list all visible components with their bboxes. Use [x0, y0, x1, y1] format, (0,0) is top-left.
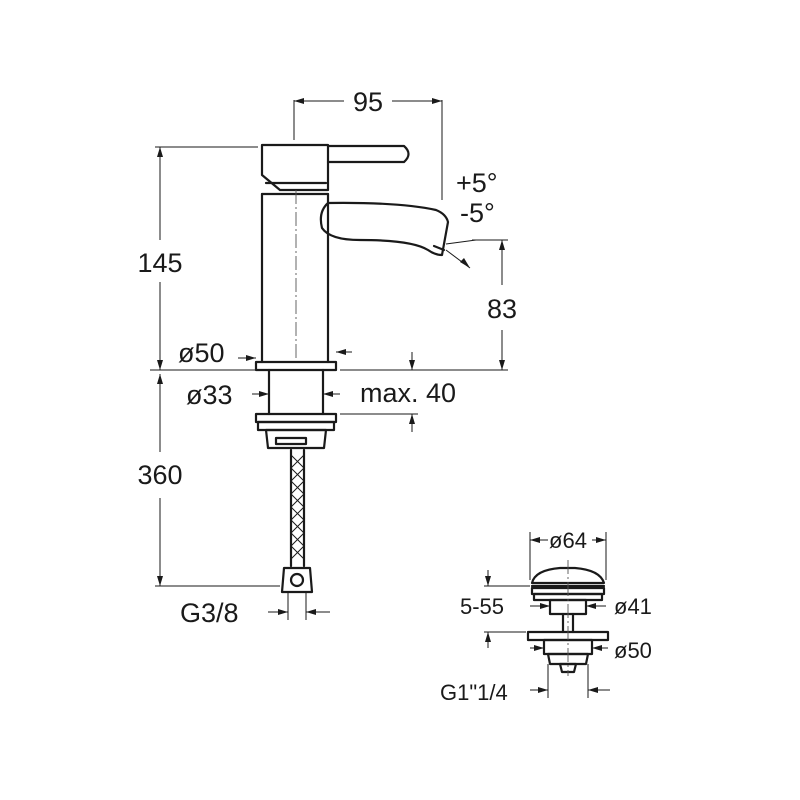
- faucet-body: [254, 143, 450, 372]
- dim-max-thickness-label: max. 40: [360, 378, 456, 408]
- dim-max-thickness: max. 40: [340, 352, 456, 432]
- dim-body-label: ø41: [614, 594, 652, 619]
- dim-hose-length-360: 360: [137, 374, 280, 587]
- dim-base-label: ø50: [178, 338, 225, 368]
- dim-hose-thread: G3/8: [180, 592, 330, 628]
- dim-spout-height-label: 83: [487, 294, 517, 324]
- flexible-hose: [280, 448, 314, 594]
- dim-range-label: 5-55: [460, 594, 504, 619]
- hose-thread-label: G3/8: [180, 598, 239, 628]
- dim-base-diameter: ø50: [178, 338, 352, 368]
- dim-cap-label: ø64: [549, 528, 587, 553]
- dim-flange-label: ø50: [614, 638, 652, 663]
- dim-range: 5-55: [460, 570, 530, 648]
- dim-shank-label: ø33: [186, 380, 233, 410]
- dim-shank-diameter: ø33: [186, 380, 340, 410]
- waste-thread-label: G1"1/4: [440, 680, 508, 705]
- dim-waste-thread: G1"1/4: [440, 664, 610, 705]
- dim-height-label: 145: [137, 248, 182, 278]
- dim-spout-angle: +5° -5°: [445, 168, 498, 269]
- dim-flange-diameter: ø50: [530, 638, 652, 663]
- faucet-shank: [254, 368, 338, 450]
- angle-down-label: -5°: [460, 198, 495, 228]
- dim-height-145: 145: [137, 146, 258, 371]
- angle-up-label: +5°: [456, 168, 498, 198]
- dim-width-label: 95: [353, 87, 383, 117]
- dim-spout-height-83: 83: [340, 239, 517, 371]
- dim-cap-diameter: ø64: [529, 528, 607, 580]
- dim-hose-length-label: 360: [137, 460, 182, 490]
- dim-width-95: 95: [293, 87, 443, 200]
- dim-body-diameter: ø41: [530, 594, 652, 619]
